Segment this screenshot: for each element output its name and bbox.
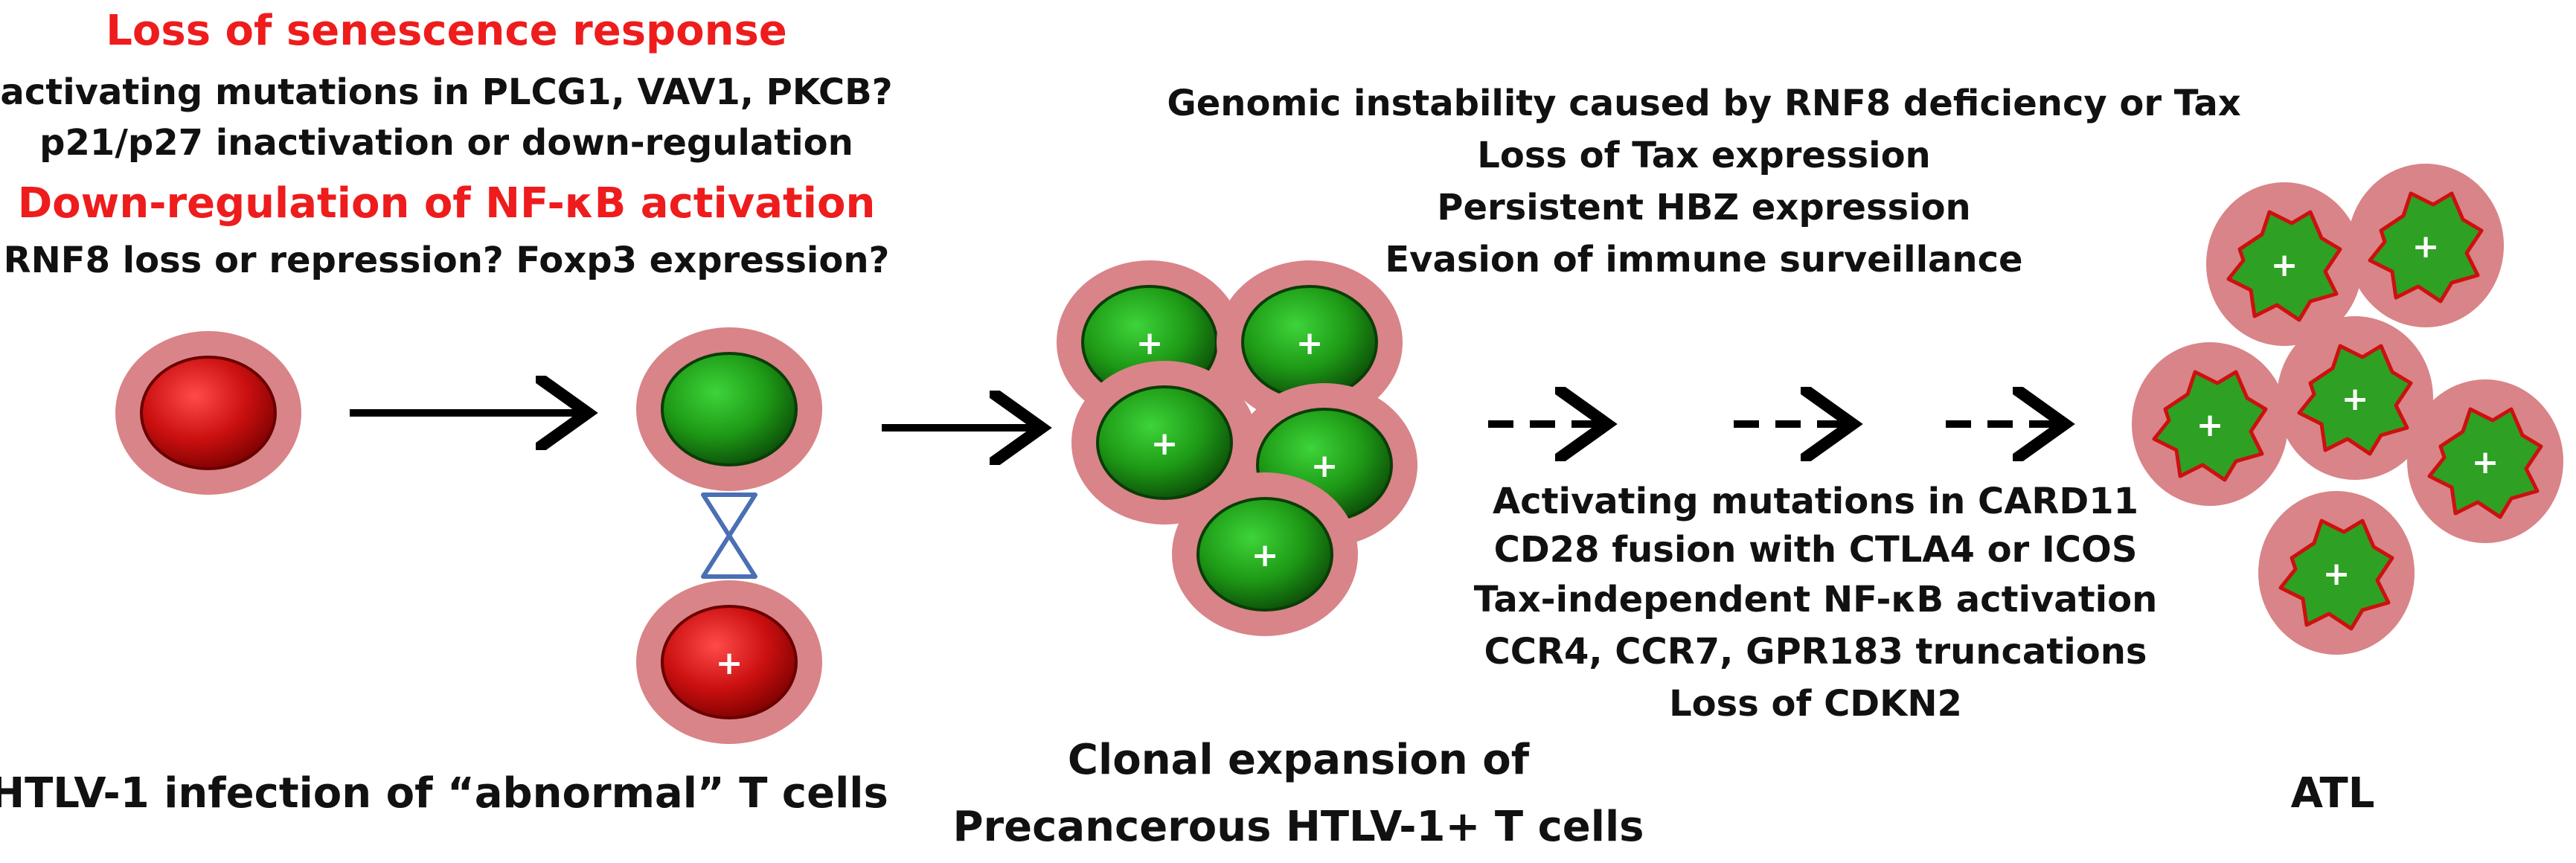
heading-nfkb-downregulation: Down-regulation of NF-κB activation (18, 179, 876, 228)
clone-cell: + (1172, 472, 1358, 636)
note-immune-evasion: Evasion of immune surveillance (1385, 239, 2022, 280)
atl-cell: + (2277, 316, 2433, 480)
caption-htlv1-infection: HTLV-1 infection of “abnormal” T cells (0, 769, 888, 818)
green-nucleus (661, 352, 798, 466)
cell-plus-marker: + (1296, 324, 1324, 362)
infected-t-cell-green (636, 327, 822, 491)
note-tax-independent-nfkb: Tax-independent NF-κB activation (1474, 579, 2157, 620)
cell-plus-marker: + (1252, 536, 1279, 574)
clone-cell: + (1071, 361, 1257, 524)
cell-plus-marker: + (2323, 555, 2351, 593)
uninfected-t-cell (115, 331, 301, 495)
top-right-notes: Genomic instability caused by RNF8 defic… (1167, 83, 2240, 280)
stage-captions: HTLV-1 infection of “abnormal” T cells C… (0, 736, 2374, 851)
infected-t-cell-red: + (636, 580, 822, 744)
note-ccr4-truncations: CCR4, CCR7, GPR183 truncations (1484, 631, 2147, 673)
clone-cell: + (1217, 260, 1403, 424)
cell-plus-marker: + (2472, 443, 2499, 481)
cell-plus-marker: + (1136, 324, 1164, 362)
note-rnf8-foxp3: RNF8 loss or repression? Foxp3 expressio… (4, 240, 890, 281)
red-nucleus (661, 605, 798, 719)
note-persistent-hbz: Persistent HBZ expression (1437, 187, 1970, 228)
note-loss-of-cdkn2: Loss of CDKN2 (1669, 683, 1962, 725)
atl-cell: + (2206, 182, 2362, 346)
atl-cell: + (2407, 379, 2563, 543)
note-cd28-fusion: CD28 fusion with CTLA4 or ICOS (1494, 529, 2138, 571)
cell-plus-marker: + (2271, 246, 2298, 284)
caption-clonal-expansion-line-2: Precancerous HTLV-1+ T cells (953, 803, 1644, 851)
cell-plus-marker: + (2412, 228, 2440, 266)
bottom-right-notes: Activating mutations in CARD11 CD28 fusi… (1474, 481, 2157, 725)
note-p21-p27: p21/p27 inactivation or down-regulation (39, 122, 853, 164)
left-notes: Loss of senescence response activating m… (0, 7, 892, 281)
note-genomic-instability: Genomic instability caused by RNF8 defic… (1167, 83, 2240, 124)
caption-atl: ATL (2291, 769, 2375, 818)
cell-plus-marker: + (1311, 447, 1339, 485)
caption-clonal-expansion-line-1: Clonal expansion of (1068, 736, 1530, 784)
heading-loss-of-senescence: Loss of senescence response (106, 7, 787, 55)
note-loss-of-tax: Loss of Tax expression (1477, 135, 1930, 176)
atl-cell: + (2132, 342, 2288, 506)
hourglass-icon (701, 493, 757, 579)
cell-plus-marker: + (2342, 380, 2369, 418)
note-card11: Activating mutations in CARD11 (1493, 481, 2138, 522)
note-activating-mutations-plcg1: activating mutations in PLCG1, VAV1, PKC… (0, 71, 892, 113)
red-nucleus (140, 356, 277, 470)
cell-plus-marker: + (2197, 406, 2224, 444)
stage-3-atl-cells: + + + + + + (2132, 164, 2563, 655)
stage-1-cells: + (115, 327, 1034, 744)
atl-cell: + (2348, 164, 2504, 327)
atl-cell: + (2258, 491, 2415, 655)
stage-2-clonal-cluster: + + + + + (1057, 260, 1417, 636)
cell-plus-marker: + (716, 644, 743, 682)
cell-plus-marker: + (1151, 425, 1179, 463)
